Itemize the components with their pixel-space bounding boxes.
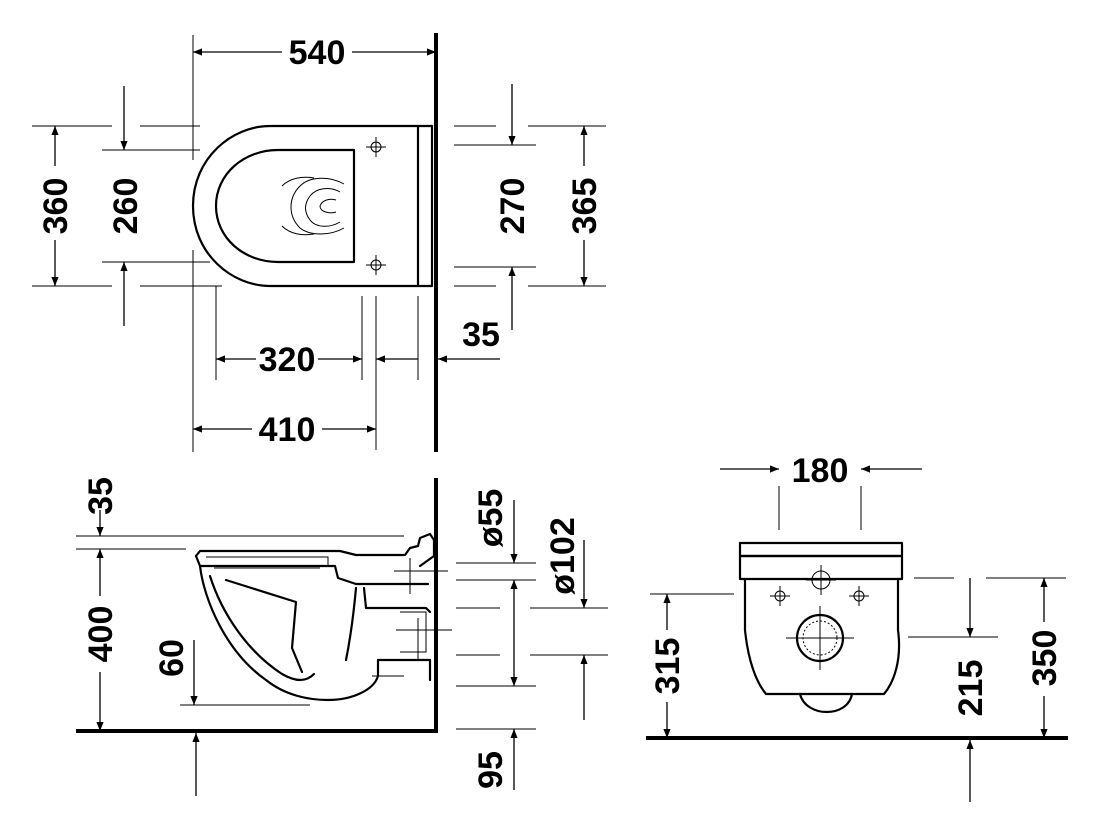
front-view-outlet xyxy=(786,606,854,670)
dim-540: 540 xyxy=(289,34,346,72)
dim-95: 95 xyxy=(472,751,510,789)
dim-260: 260 xyxy=(107,178,145,235)
front-view-fixing-right xyxy=(849,586,869,606)
dim-d55: ø55 xyxy=(472,489,510,548)
dim-350: 350 xyxy=(1026,630,1064,687)
dim-60: 60 xyxy=(153,639,191,677)
top-view-bowl-opening xyxy=(214,148,356,264)
side-view-toilet-outline xyxy=(194,532,452,702)
front-view: 180 315 215 350 xyxy=(646,452,1068,802)
fixing-hole-upper xyxy=(366,137,386,157)
fixing-hole-lower xyxy=(366,255,386,275)
dim-d102: ø102 xyxy=(544,517,582,595)
front-view-fixing-left xyxy=(770,586,790,606)
front-view-inlet xyxy=(806,565,836,595)
dim-410: 410 xyxy=(259,411,316,449)
flush-hole-symbol xyxy=(281,176,345,236)
dim-270: 270 xyxy=(494,178,532,235)
dim-35-seat: 35 xyxy=(82,477,120,515)
dim-360: 360 xyxy=(37,178,75,235)
dim-400: 400 xyxy=(82,606,120,663)
dim-180: 180 xyxy=(792,452,849,490)
top-view: 540 360 260 270 365 320 35 410 xyxy=(32,33,606,452)
dim-215: 215 xyxy=(952,660,990,717)
top-view-wall-plate xyxy=(416,124,434,288)
dim-315: 315 xyxy=(649,638,687,695)
dim-35-wall-gap: 35 xyxy=(462,316,500,354)
dim-365: 365 xyxy=(566,178,604,235)
side-view: 35 400 60 ø55 ø102 95 xyxy=(76,477,608,796)
dim-320: 320 xyxy=(259,341,316,379)
top-view-seat-outline xyxy=(191,124,420,288)
